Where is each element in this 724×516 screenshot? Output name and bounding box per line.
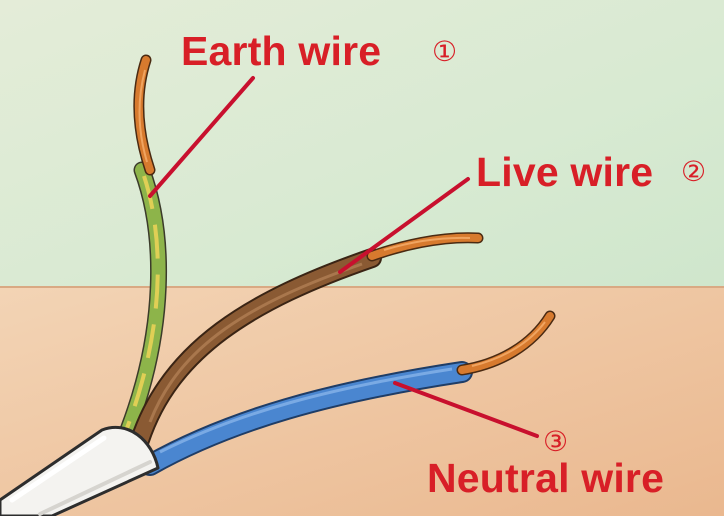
neutral-leader-line (393, 381, 539, 438)
neutral-wire-label: Neutral wire (427, 455, 665, 501)
neutral-wire (139, 310, 556, 476)
live-leader-line (338, 177, 470, 274)
live-wire-number: ② (681, 155, 707, 188)
earth-wire-number: ① (432, 35, 458, 68)
earth-leader-line (148, 76, 255, 198)
neutral-wire-number: ③ (543, 425, 569, 458)
cable-sheath (0, 425, 160, 516)
wall-background (0, 0, 724, 288)
live-wire (130, 232, 484, 450)
earth-wire-label: Earth wire (181, 28, 382, 74)
live-wire-label: Live wire (476, 149, 654, 195)
